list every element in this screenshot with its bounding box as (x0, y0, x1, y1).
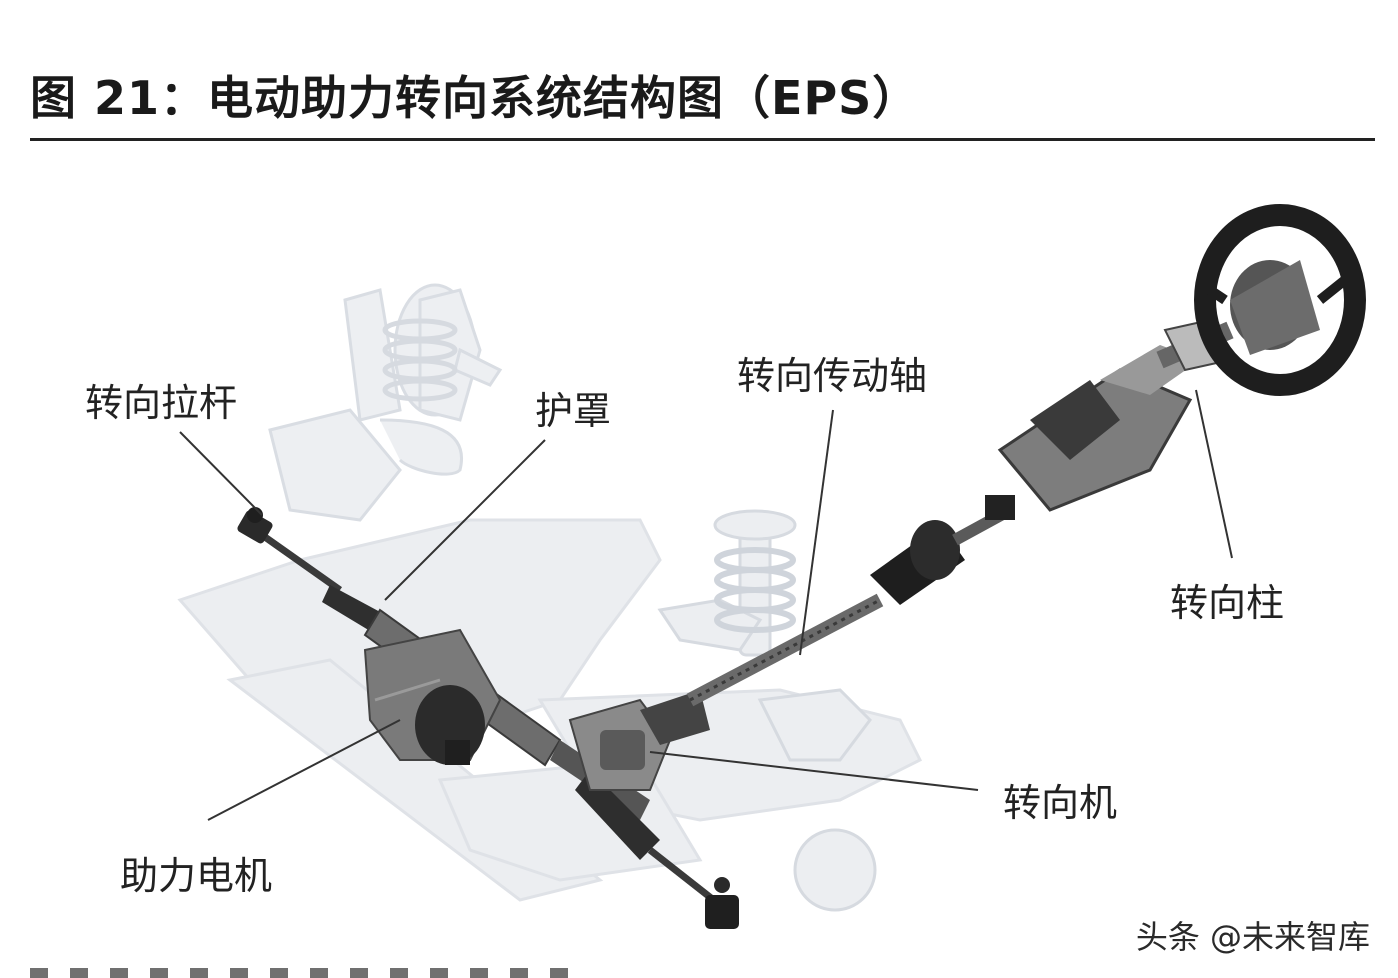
leader-lines (179, 389, 1233, 821)
intermediate-shaft (686, 495, 1015, 707)
right-spring-ghost (714, 547, 796, 633)
label-motor: 助力电机 (120, 854, 273, 898)
watermark: 头条 @未来智库 (1135, 918, 1370, 956)
right-tie-rod-end (705, 877, 739, 929)
left-spring-ghost (382, 318, 458, 402)
assist-motor (363, 628, 502, 765)
right-strut-ghost (657, 509, 877, 912)
leader-motor (207, 719, 401, 821)
label-tie-rod: 转向拉杆 (85, 381, 238, 425)
leader-column (1195, 389, 1233, 559)
steering-column (997, 318, 1234, 512)
title-divider (30, 138, 1375, 141)
leader-gear (649, 751, 979, 791)
steering-wheel (1194, 204, 1366, 396)
leader-tie-rod (179, 431, 263, 516)
left-strut-ghost (268, 283, 503, 522)
cropped-footnote (30, 968, 590, 978)
leader-drive-shaft (799, 409, 834, 656)
label-boot: 护罩 (535, 389, 612, 433)
figure-title: 图 21：电动助力转向系统结构图（EPS） (30, 71, 920, 125)
label-column: 转向柱 (1170, 581, 1285, 625)
label-gear: 转向机 (1003, 781, 1118, 825)
leader-boot (384, 439, 546, 601)
label-drive-shaft: 转向传动轴 (737, 354, 928, 398)
